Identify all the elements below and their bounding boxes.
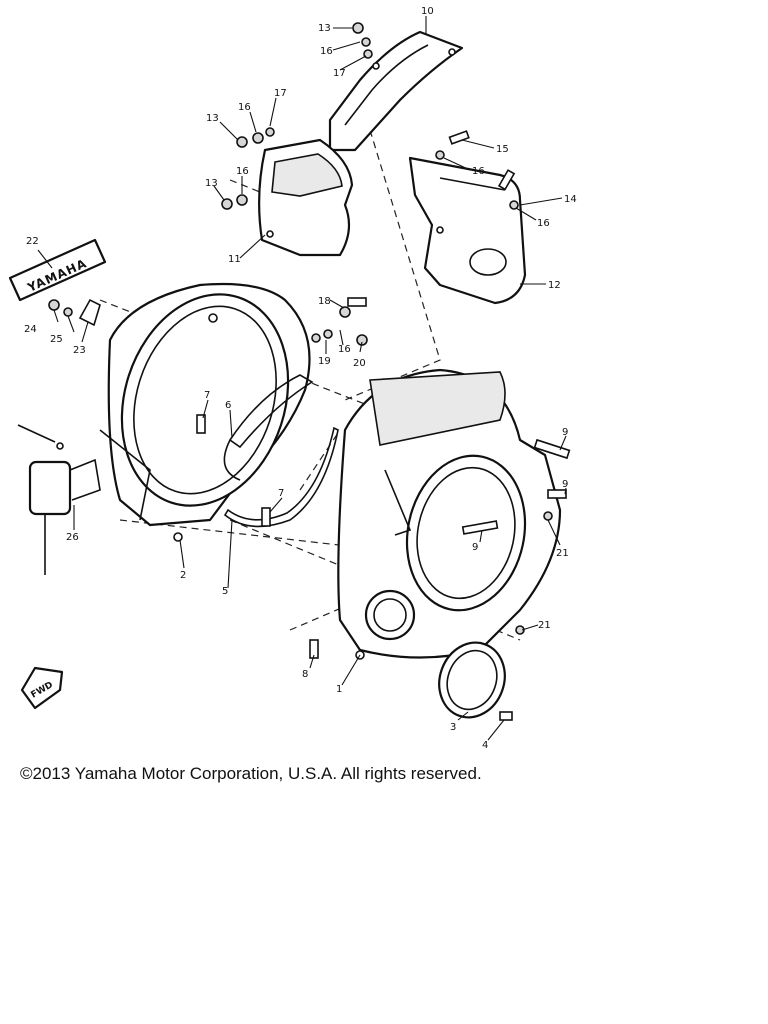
callout-23: 23 [73, 345, 86, 356]
callout-6: 6 [225, 400, 231, 411]
callout-10: 10 [421, 6, 434, 17]
part-11-shroud-cover [258, 138, 354, 257]
callout-13: 13 [205, 178, 218, 189]
part-22-emblem: YAMAHA [8, 238, 107, 302]
fwd-arrow: FWD [20, 666, 64, 710]
callout-20: 20 [353, 358, 366, 369]
callout-1: 1 [336, 684, 342, 695]
copyright-notice: ©2013 Yamaha Motor Corporation, U.S.A. A… [20, 764, 482, 783]
callout-16: 16 [236, 166, 249, 177]
callout-17: 17 [274, 88, 287, 99]
part-26-coil [17, 424, 101, 575]
callout-25: 25 [50, 334, 63, 345]
callout-24: 24 [24, 324, 37, 335]
callout-7: 7 [278, 488, 284, 499]
callout-9: 9 [472, 542, 478, 553]
callout-5: 5 [222, 586, 228, 597]
callout-15: 15 [496, 144, 509, 155]
callout-21: 21 [538, 620, 551, 631]
exploded-parts-diagram: YAMAHA FWD [8, 6, 577, 751]
callout-13: 13 [206, 113, 219, 124]
fasteners [48, 22, 571, 721]
callout-18: 18 [318, 296, 331, 307]
leader-lines [37, 16, 567, 741]
callout-9: 9 [562, 427, 568, 438]
callout-4: 4 [482, 740, 488, 751]
callout-9: 9 [562, 479, 568, 490]
callout-16: 16 [537, 218, 550, 229]
callout-7: 7 [204, 390, 210, 401]
callout-numbers: 13 16 17 10 13 16 17 13 16 15 16 14 16 1… [24, 6, 577, 751]
callout-3: 3 [450, 722, 456, 733]
part-3-round-plate [438, 641, 506, 719]
part-10-upper-cover [328, 30, 464, 152]
callout-16: 16 [238, 102, 251, 113]
callout-21: 21 [556, 548, 569, 559]
part-6-gasket [223, 374, 314, 481]
callout-2: 2 [180, 570, 186, 581]
part-1-crankcase-cover [337, 368, 562, 660]
callout-16: 16 [338, 344, 351, 355]
callout-12: 12 [548, 280, 561, 291]
callout-14: 14 [564, 194, 577, 205]
callout-22: 22 [26, 236, 39, 247]
callout-17: 17 [333, 68, 346, 79]
callout-16: 16 [472, 166, 485, 177]
part-2-fan-cover [99, 282, 311, 542]
callout-26: 26 [66, 532, 79, 543]
callout-19: 19 [318, 356, 331, 367]
callout-8: 8 [302, 669, 308, 680]
callout-16: 16 [320, 46, 333, 57]
callout-11: 11 [228, 254, 241, 265]
callout-13: 13 [318, 23, 331, 34]
